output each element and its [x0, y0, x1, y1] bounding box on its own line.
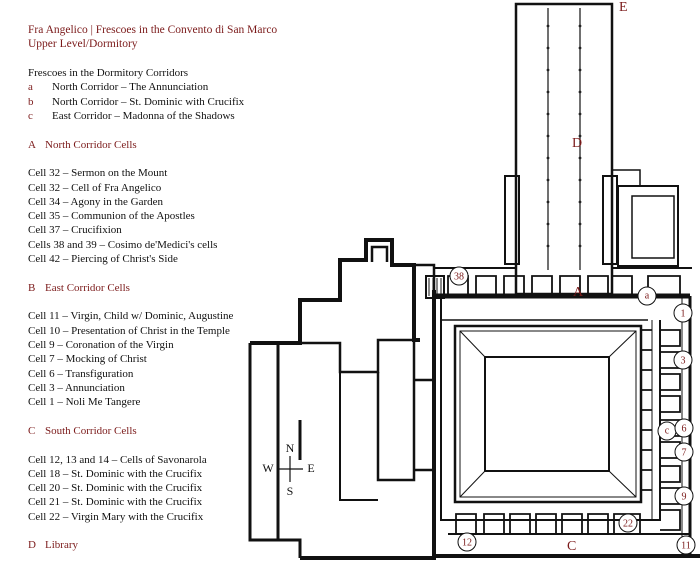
svg-text:c: c — [665, 425, 670, 436]
corridors-heading: Frescoes in the Dormitory Corridors — [28, 66, 189, 79]
svg-text:3: 3 — [681, 355, 686, 366]
list-item: Cells 38 and 39 – Cosimo de'Medici's cel… — [28, 238, 218, 251]
compass-lines — [277, 456, 303, 482]
marker-c: c — [657, 421, 677, 441]
svg-text:11: 11 — [681, 540, 691, 551]
marker-22: 22 — [618, 513, 638, 533]
svg-text:38: 38 — [454, 271, 464, 282]
list-item: Cell 6 – Transfiguration — [28, 367, 134, 380]
label-a: A — [573, 285, 584, 300]
list-item: Cell 10 – Presentation of Christ in the … — [28, 324, 230, 337]
marker-3: 3 — [673, 350, 693, 370]
cloister — [440, 296, 690, 535]
label-c: C — [567, 539, 576, 554]
compass-south: S — [287, 484, 294, 498]
page-subtitle: Upper Level/Dormitory — [28, 38, 138, 51]
list-item: Cell 32 – Cell of Fra Angelico — [28, 181, 162, 194]
compass-west: W — [262, 461, 274, 475]
svg-text:9: 9 — [682, 491, 687, 502]
list-item: Cell 3 – Annunciation — [28, 381, 125, 394]
list-item: Cell 34 – Agony in the Garden — [28, 195, 164, 208]
library-columns — [546, 24, 582, 248]
svg-text:a: a — [645, 290, 650, 301]
list-item: Cell 12, 13 and 14 – Cells of Savonarola — [28, 453, 207, 466]
marker-a: a — [637, 286, 657, 306]
library-annex — [612, 169, 679, 267]
label-e: E — [619, 0, 628, 15]
list-item: Cell 1 – Noli Me Tangere — [28, 396, 141, 409]
south-cells — [455, 513, 641, 534]
list-item: Cell 37 – Crucifixion — [28, 224, 122, 237]
list-item: Cell 22 – Virgin Mary with the Crucifix — [28, 510, 204, 523]
list-item: Cell 42 – Piercing of Christ's Side — [28, 253, 178, 266]
compass-east: E — [307, 461, 314, 475]
list-item: Cell 21 – St. Dominic with the Crucifix — [28, 496, 203, 509]
compass-north: N — [286, 441, 295, 455]
north-cells — [447, 275, 681, 296]
list-item: Cell 32 – Sermon on the Mount — [28, 167, 168, 180]
svg-text:22: 22 — [623, 518, 633, 529]
list-item: Cell 20 – St. Dominic with the Crucifix — [28, 482, 203, 495]
chapel-area — [248, 238, 436, 558]
marker-38: 38 — [449, 266, 469, 286]
marker-12: 12 — [457, 532, 477, 552]
legend: Fra Angelico | Frescoes in the Convento … — [28, 23, 278, 553]
library-hall — [504, 2, 618, 296]
svg-text:6: 6 — [682, 423, 687, 434]
marker-6: 6 — [674, 418, 694, 438]
svg-text:12: 12 — [462, 537, 472, 548]
marker-1: 1 — [673, 303, 693, 323]
list-item: Cell 18 – St. Dominic with the Crucifix — [28, 467, 203, 480]
staircase — [425, 275, 445, 299]
list-item: Cell 35 – Communion of the Apostles — [28, 210, 195, 223]
marker-9: 9 — [674, 486, 694, 506]
svg-text:7: 7 — [682, 447, 687, 458]
label-d: D — [572, 136, 582, 151]
page-title: Fra Angelico | Frescoes in the Convento … — [28, 24, 278, 36]
marker-7: 7 — [674, 442, 694, 462]
list-item: Cell 9 – Coronation of the Virgin — [28, 339, 174, 351]
list-item: Cell 11 – Virgin, Child w/ Dominic, Augu… — [28, 310, 234, 323]
svg-text:1: 1 — [681, 308, 686, 319]
marker-11: 11 — [676, 535, 696, 555]
list-item: Cell 7 – Mocking of Christ — [28, 353, 147, 366]
